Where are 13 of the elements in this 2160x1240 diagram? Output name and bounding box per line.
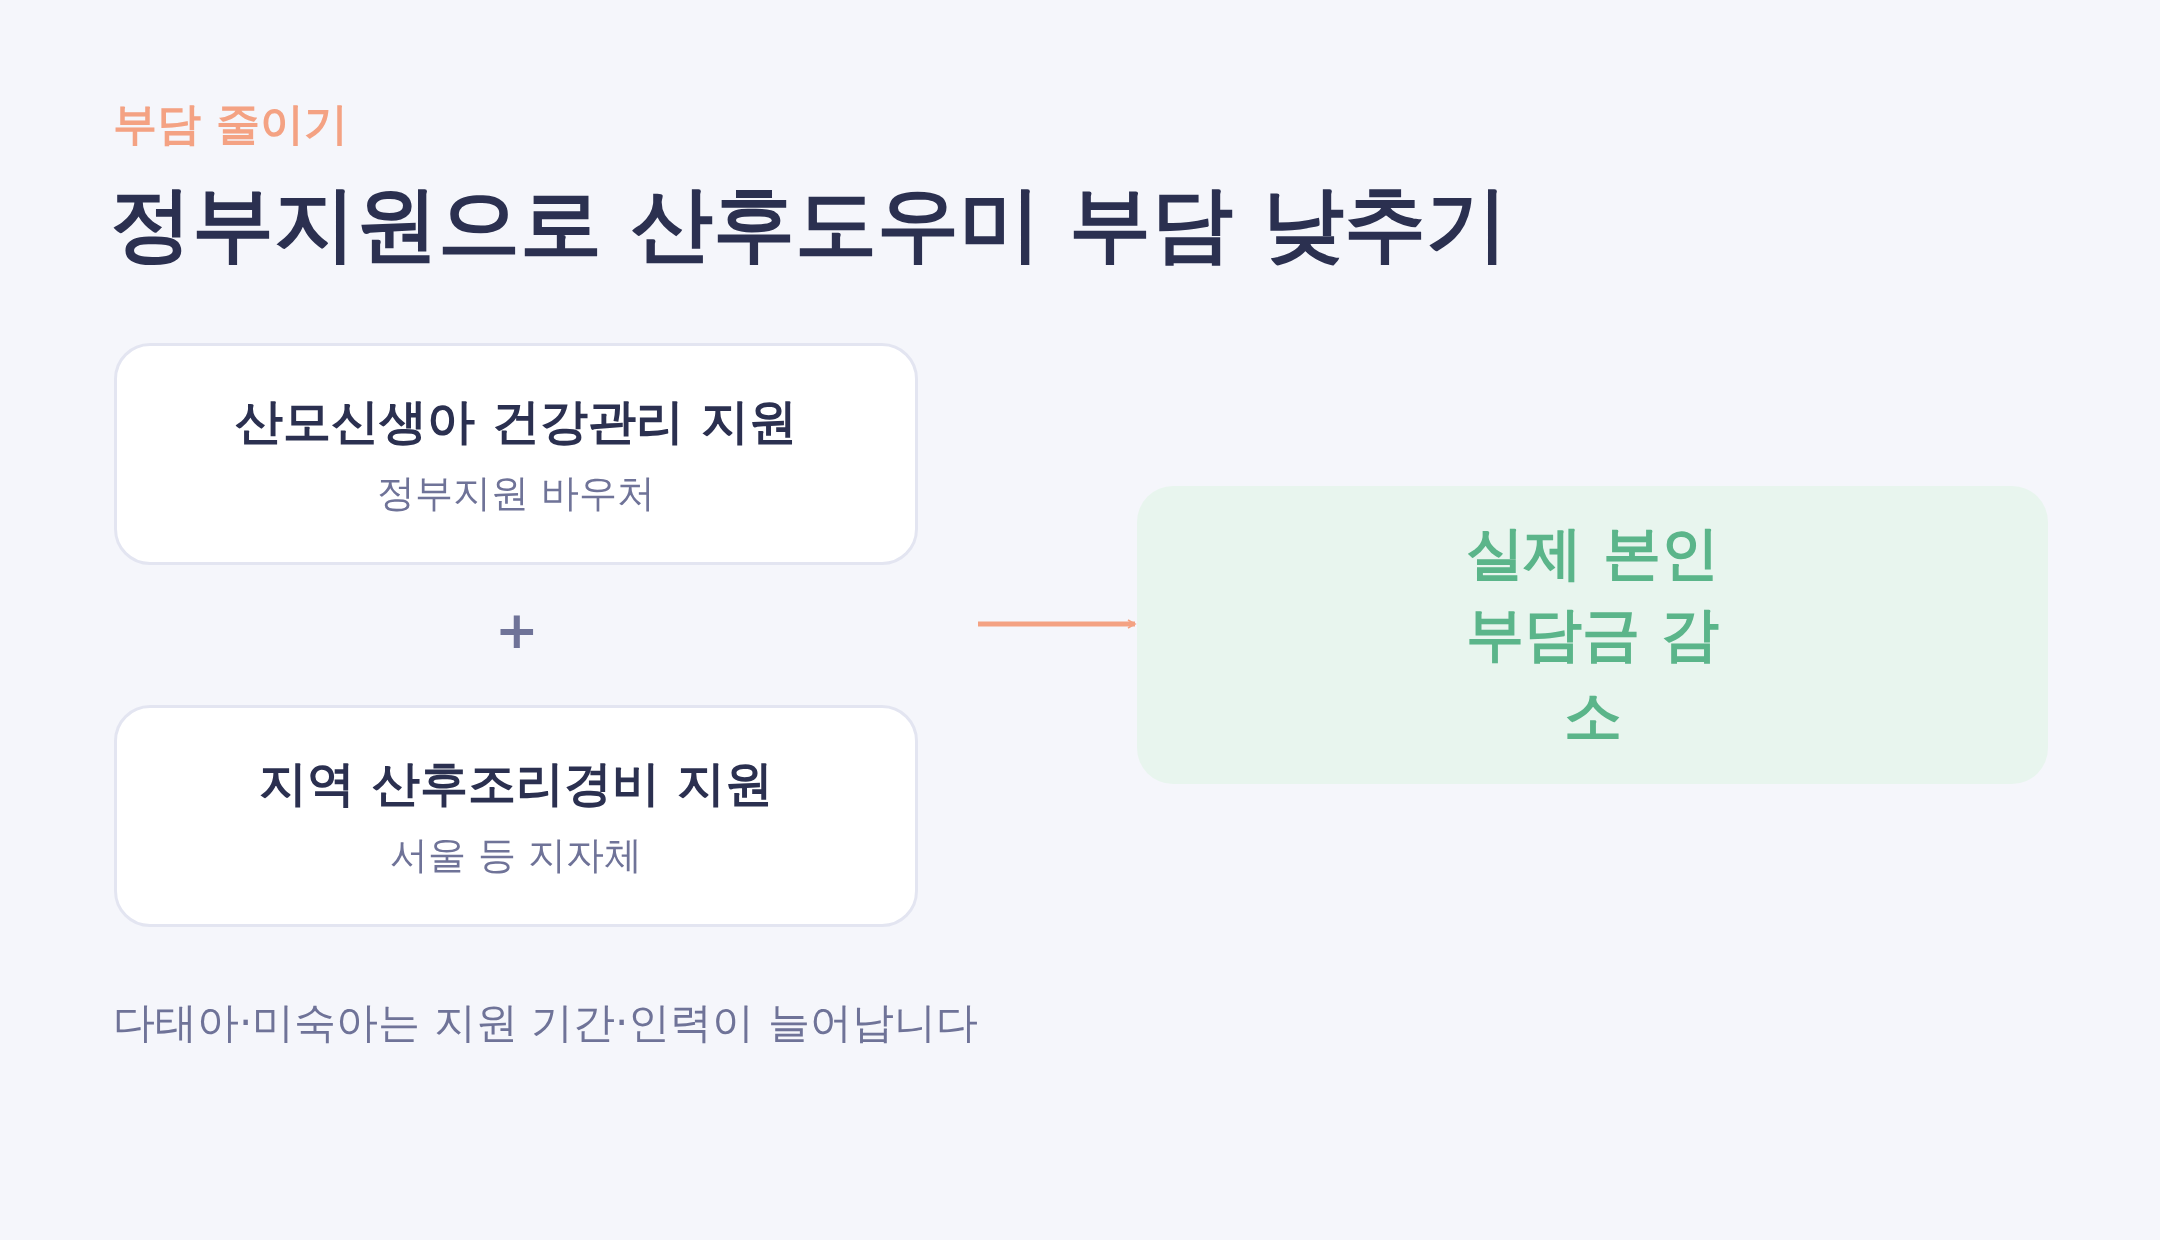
title-text: 정부지원으로 산후도우미 부담 낮추기 — [110, 175, 1508, 273]
info-card — [114, 343, 918, 565]
info-card — [114, 705, 918, 927]
footnote-text: 다태아·미숙아는 지원 기간·인력이 늘어납니다 — [113, 997, 978, 1049]
result-panel — [1137, 486, 2048, 784]
result-text: 실제 본인부담금 감소 — [1465, 518, 1720, 752]
card-subtitle: 정부지원 바우처 — [376, 469, 656, 517]
card-heading: 산모신생아 건강관리 지원 — [235, 391, 797, 451]
arrow — [978, 619, 1136, 629]
plus-sign: + — [495, 600, 539, 660]
kicker-text: 부담 줄이기 — [113, 97, 349, 151]
card-heading: 지역 산후조리경비 지원 — [259, 753, 773, 813]
card-subtitle: 서울 등 지자체 — [389, 831, 643, 879]
